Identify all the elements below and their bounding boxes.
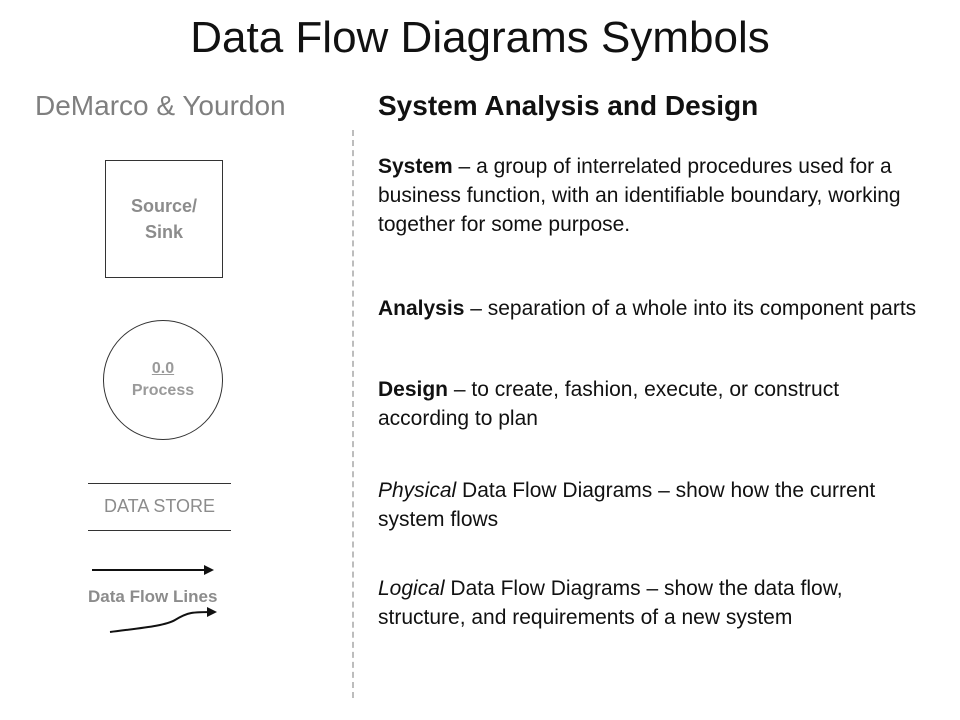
symbols-heading: DeMarco & Yourdon (35, 90, 286, 121)
data-flow-arrows (92, 565, 217, 633)
source-sink-label: Source/ Sink (119, 193, 209, 245)
process-symbol: 0.0 Process (103, 320, 223, 440)
column-divider (352, 130, 354, 698)
source-sink-label-line1: Source/ (130, 196, 198, 216)
definition-design: Design – to create, fashion, execute, or… (378, 375, 923, 433)
definition-text: – separation of a whole into its compone… (464, 297, 917, 320)
diagram-type-term: Logical (378, 577, 445, 600)
process-label: Process (131, 382, 195, 399)
curved-flow-arrow (109, 607, 217, 633)
diagram-type-text: Data Flow Diagrams – show the data flow,… (378, 577, 843, 629)
physical-dfd-description: Physical Data Flow Diagrams – show how t… (378, 476, 923, 534)
definition-term: Analysis (378, 297, 465, 320)
definition-text: – a group of interrelated procedures use… (378, 155, 901, 236)
diagram-type-text: Data Flow Diagrams – show how the curren… (378, 479, 876, 531)
source-sink-label-line2: Sink (144, 222, 183, 242)
definitions-heading: System Analysis and Design (378, 90, 759, 121)
data-flow-label: Data Flow Lines (88, 587, 218, 606)
data-store-top-line (88, 483, 231, 484)
logical-dfd-description: Logical Data Flow Diagrams – show the da… (378, 574, 923, 632)
definition-term: Design (378, 378, 449, 401)
data-store-bottom-line (88, 530, 231, 531)
data-store-label: DATA STORE (103, 496, 216, 516)
definition-analysis: Analysis – separation of a whole into it… (378, 294, 923, 323)
definition-term: System (378, 155, 453, 178)
diagram-type-term: Physical (378, 479, 457, 502)
definition-text: – to create, fashion, execute, or constr… (378, 378, 840, 430)
page-title: Data Flow Diagrams Symbols (190, 13, 770, 62)
source-sink-symbol: Source/ Sink (105, 160, 223, 278)
definition-system: System – a group of interrelated procedu… (378, 152, 923, 239)
process-number: 0.0 (151, 360, 175, 377)
